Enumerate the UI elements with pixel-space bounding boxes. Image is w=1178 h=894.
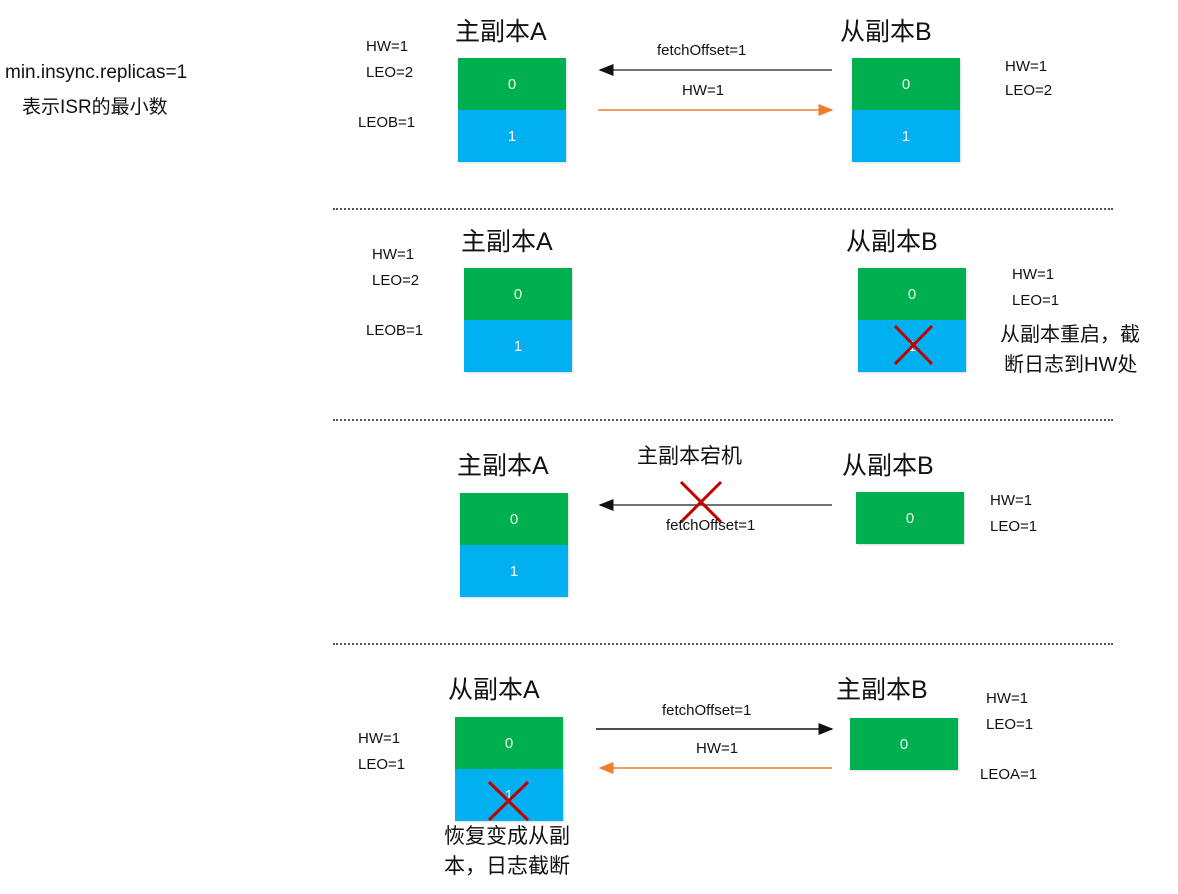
divider (333, 419, 1113, 421)
p2-b-note-1: 从副本重启，截 (1000, 324, 1140, 346)
p2-a-block-0: 0 (464, 268, 572, 320)
divider (333, 208, 1113, 210)
p2-b-block-1: 1 (858, 320, 966, 372)
p4-title-a: 从副本A (448, 676, 540, 704)
p2-a-block-1: 1 (464, 320, 572, 372)
divider (333, 643, 1113, 645)
p4-b-hw: HW=1 (986, 690, 1029, 707)
p3-crash-label: 主副本宕机 (637, 445, 742, 468)
p2-b-block-0: 0 (858, 268, 966, 320)
p3-fetch-label: fetchOffset=1 (666, 517, 756, 534)
p4-a-note-1: 恢复变成从副 (444, 825, 570, 848)
p1-title-a: 主副本A (455, 18, 547, 46)
p4-a-hw: HW=1 (358, 730, 401, 747)
p2-a-leob: LEOB=1 (366, 322, 424, 339)
p4-a-note-2: 本，日志截断 (444, 855, 570, 878)
p3-b-hw: HW=1 (990, 492, 1033, 509)
p2-b-note-2: 断日志到HW处 (1004, 354, 1138, 376)
p4-title-b: 主副本B (836, 676, 928, 704)
p2-a-hw: HW=1 (372, 246, 415, 263)
min-insync-desc: 表示ISR的最小数 (22, 97, 168, 118)
p1-title-b: 从副本B (840, 18, 932, 46)
p1-a-hw: HW=1 (366, 38, 409, 55)
p3-a-block-1: 1 (460, 545, 568, 597)
p4-a-block-1: 1 (455, 769, 563, 821)
min-insync-label: min.insync.replicas=1 (5, 62, 188, 83)
p4-b-leoa: LEOA=1 (980, 766, 1038, 783)
p2-b-leo: LEO=1 (1012, 292, 1060, 309)
p4-b-leo: LEO=1 (986, 716, 1034, 733)
p3-cross-icon (679, 480, 723, 524)
p1-a-leo: LEO=2 (366, 64, 414, 81)
p1-a-leob: LEOB=1 (358, 114, 416, 131)
p1-a-block-0: 0 (458, 58, 566, 110)
p1-fetch-label: fetchOffset=1 (657, 42, 747, 59)
p3-a-block-0: 0 (460, 493, 568, 545)
p2-b-hw: HW=1 (1012, 266, 1055, 283)
p3-title-a: 主副本A (457, 452, 549, 480)
p2-title-a: 主副本A (461, 228, 553, 256)
p3-title-b: 从副本B (842, 452, 934, 480)
p1-b-hw: HW=1 (1005, 58, 1048, 75)
p4-b-block-0: 0 (850, 718, 958, 770)
p4-a-leo: LEO=1 (358, 756, 406, 773)
p2-title-b: 从副本B (846, 228, 938, 256)
p3-b-leo: LEO=1 (990, 518, 1038, 535)
p4-fetch-label: fetchOffset=1 (662, 702, 752, 719)
p2-a-leo: LEO=2 (372, 272, 420, 289)
p1-b-leo: LEO=2 (1005, 82, 1053, 99)
p4-hw-label: HW=1 (696, 740, 739, 757)
p4-a-block-0: 0 (455, 717, 563, 769)
p1-a-block-1: 1 (458, 110, 566, 162)
p1-b-block-1: 1 (852, 110, 960, 162)
p3-b-block-0: 0 (856, 492, 964, 544)
p1-hw-label: HW=1 (682, 82, 725, 99)
p1-b-block-0: 0 (852, 58, 960, 110)
